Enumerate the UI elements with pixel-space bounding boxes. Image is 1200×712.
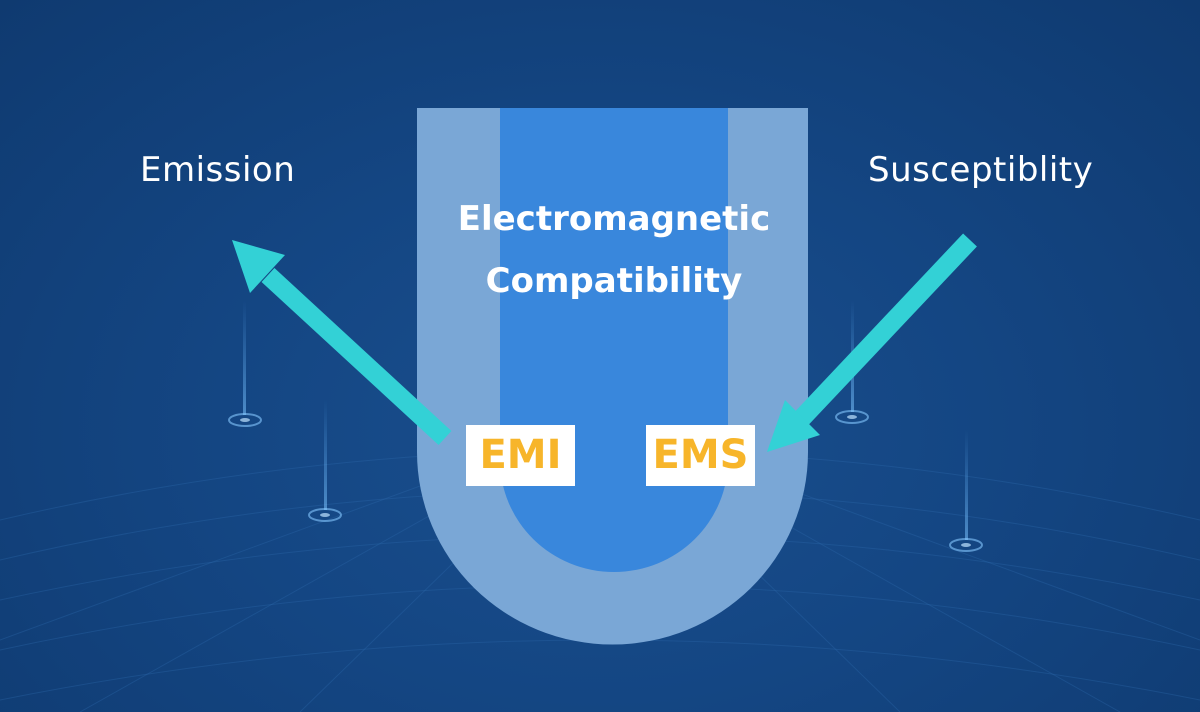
emission-label: Emission [140,150,296,190]
ems-tag: EMS [646,425,755,486]
susceptibility-label: Susceptiblity [868,150,1094,190]
u-shape-inner [500,108,728,572]
susceptibility-arrow [767,233,977,452]
center-title-line-1: Electromagnetic [457,199,771,239]
emi-tag: EMI [466,425,575,486]
center-title-line-2: Compatibility [485,261,743,301]
emission-arrow [232,240,452,445]
center-title: Electromagnetic Compatibility [420,188,808,312]
